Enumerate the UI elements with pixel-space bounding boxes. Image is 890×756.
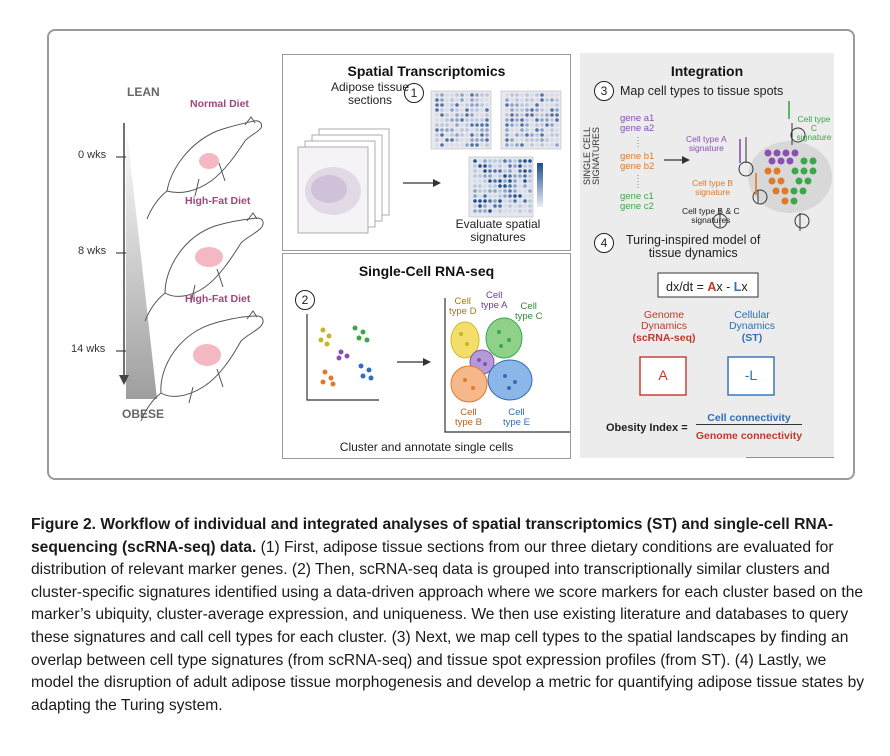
- obesity-denominator: Genome connectivity: [695, 430, 803, 442]
- step-4-badge: 4: [594, 233, 614, 253]
- cell-type-c-label: Cell type C: [515, 301, 543, 322]
- caption-body: (1) First, adipose tissue sections from …: [31, 538, 865, 714]
- cell-type-b-label: Cell type B: [455, 407, 482, 428]
- eq-l: L: [733, 280, 742, 294]
- cell-type-d-label: Cell type D: [449, 296, 477, 317]
- spatial-graphic: [297, 90, 562, 234]
- tissue-spots: [764, 149, 817, 205]
- colorbar: [537, 163, 543, 207]
- week-label-0: 0 wks: [78, 149, 107, 161]
- cell-type-e-label: Cell type E: [503, 407, 530, 428]
- spatial-title: Spatial Transcriptomics: [347, 63, 506, 79]
- cell-type-a-label: Cell type A: [481, 290, 508, 311]
- gene-b1: gene b1: [620, 151, 655, 162]
- singlecell-title: Single-Cell RNA-seq: [358, 263, 495, 279]
- mouse-normal: [146, 116, 262, 220]
- equation: dx/dt = Ax - Lx: [666, 280, 748, 294]
- eq-prefix: dx/dt =: [666, 280, 708, 294]
- diet-label-hfd-14: High-Fat Diet: [185, 293, 251, 305]
- clusters: [450, 317, 533, 403]
- timeline: LEAN OBESE: [49, 31, 281, 478]
- eq-mid: x -: [716, 280, 734, 294]
- integration-title: Integration: [670, 63, 744, 79]
- tissue-sections: [297, 128, 390, 234]
- timeline-graphic: [116, 116, 264, 422]
- mouse-hfd-14: [140, 310, 264, 422]
- equation-box: [657, 272, 759, 298]
- integration-panel: Integration 3 Map cell types to tissue s…: [580, 53, 834, 458]
- mouse-hfd-8: [144, 212, 264, 322]
- step-2-badge: 2: [295, 290, 315, 310]
- spatial-panel: Spatial Transcriptomics 1 Adipose tissue…: [282, 54, 571, 251]
- gene-a2: gene a2: [620, 123, 655, 134]
- obesity-index-label: Obesity Index =: [606, 422, 688, 434]
- sig-bc-label: Cell type B & C signatures: [682, 206, 740, 225]
- box-a-text: A: [658, 367, 668, 383]
- tissue-spot-cluster: [748, 141, 832, 213]
- step-3-label: Map cell types to tissue spots: [620, 84, 784, 98]
- box-l: [727, 356, 775, 396]
- sig-c-label: Cell type C signature: [796, 114, 832, 142]
- singlecell-graphic: [306, 298, 570, 433]
- cellular-dynamics-label: Cellular Dynamics: [728, 309, 776, 332]
- sig-a-label: Cell type A signature: [686, 134, 727, 153]
- week-label-14: 14 wks: [71, 343, 106, 355]
- lean-label: LEAN: [127, 85, 160, 99]
- box-a: [639, 356, 687, 396]
- signature-pins: [712, 123, 810, 231]
- evaluate-label: Evaluate spatial signatures: [455, 217, 541, 244]
- gene-a1: gene a1: [620, 113, 655, 124]
- eq-suffix: x: [741, 280, 748, 294]
- gene-c2: gene c2: [620, 201, 654, 212]
- obese-label: OBESE: [122, 407, 165, 421]
- gene-b2: gene b2: [620, 161, 655, 172]
- diet-label-hfd-8: High-Fat Diet: [185, 195, 251, 207]
- spot-maps: [430, 90, 562, 218]
- figure-frame: LEAN OBESE: [47, 29, 855, 480]
- cellular-dynamics-sub: (ST): [741, 332, 763, 344]
- sig-b-label: Cell type B signature: [692, 178, 734, 197]
- singlecell-panel: Single-Cell RNA-seq 2: [282, 253, 571, 459]
- sections-label: Adipose tissue sections: [330, 80, 410, 107]
- figure-caption: Figure 2. Workflow of individual and int…: [31, 514, 871, 717]
- step-1-badge: 1: [404, 83, 424, 103]
- step-3-badge: 3: [594, 81, 614, 101]
- step-4-label: Turing-inspired model of tissue dynamics: [626, 233, 761, 260]
- box-l-text: -L: [744, 367, 758, 383]
- scatter-dots: [318, 325, 374, 387]
- integration-graphic: [637, 101, 834, 458]
- cluster-label: Cluster and annotate single cells: [339, 440, 514, 454]
- genome-dynamics-label: Genome Dynamics: [640, 309, 688, 332]
- genome-dynamics-sub: (scRNA-seq): [632, 332, 696, 344]
- eq-a: A: [707, 280, 717, 294]
- diet-label-normal: Normal Diet: [190, 98, 249, 110]
- week-label-8: 8 wks: [78, 245, 107, 257]
- gene-c1: gene c1: [620, 191, 654, 202]
- obesity-wedge: [126, 123, 157, 399]
- caption-title: Figure 2. Workflow of individual and int…: [31, 516, 834, 556]
- obesity-numerator: Cell connectivity: [696, 412, 802, 425]
